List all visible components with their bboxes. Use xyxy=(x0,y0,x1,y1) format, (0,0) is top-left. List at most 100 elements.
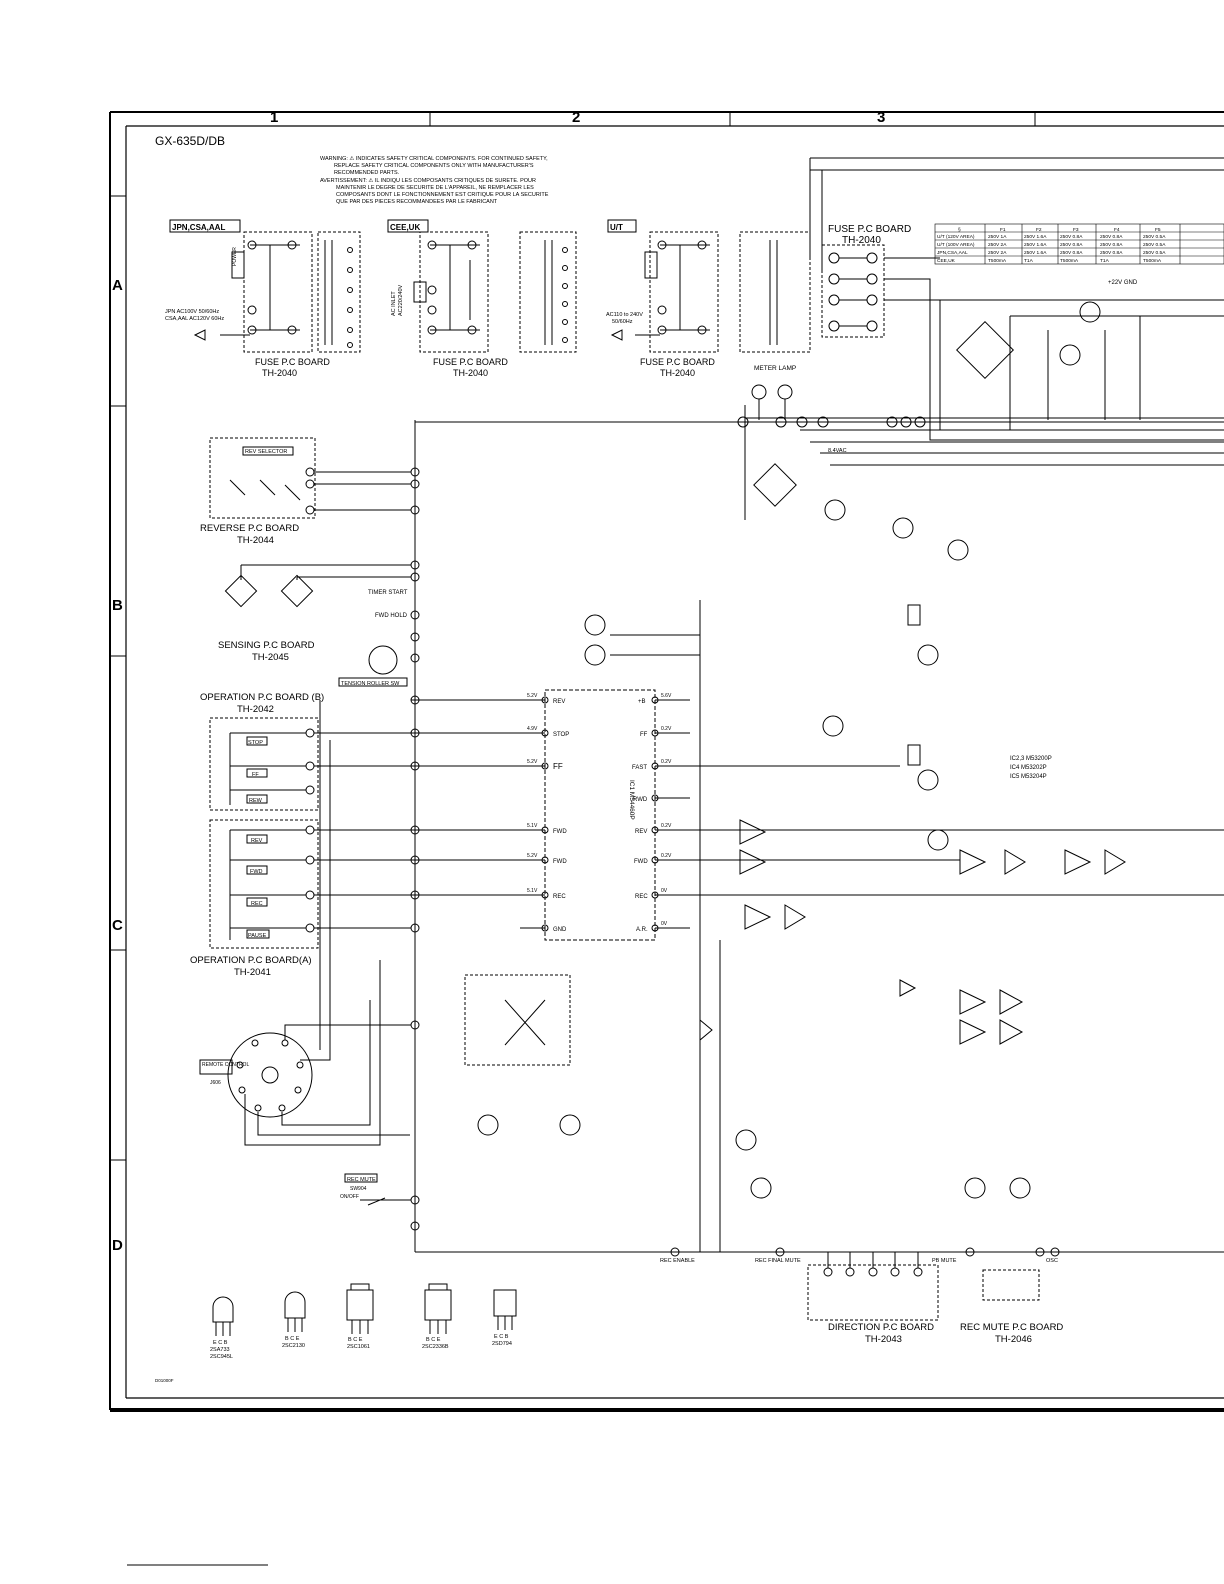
sensing-board xyxy=(224,564,411,608)
fwd-hold-label: FWD HOLD xyxy=(375,613,408,619)
fuse-table-text: § F1 F2 F3 F4 F5 U/T (120V AREA) 250V 1A… xyxy=(937,227,1166,264)
svg-text:0.2V: 0.2V xyxy=(661,759,672,765)
recmute-board-name: REC MUTE P.C BOARD xyxy=(960,1322,1063,1333)
svg-text:5.2V: 5.2V xyxy=(527,759,538,765)
ut-input-1: AC110 to 240V xyxy=(606,312,643,318)
sensing-board-code: TH-2045 xyxy=(252,652,289,663)
svg-text:F3: F3 xyxy=(1073,227,1079,233)
svg-text:REV: REV xyxy=(553,699,565,705)
rec-mute-sw: SW904 xyxy=(350,1186,367,1192)
svg-text:2SC2336B: 2SC2336B xyxy=(422,1344,449,1350)
svg-text:250V 0.8A: 250V 0.8A xyxy=(1060,250,1083,256)
fuse-code-1: TH-2040 xyxy=(262,368,297,378)
fuse-board-2: FUSE P.C BOARD xyxy=(433,357,508,367)
svg-text:COMPOSANTS DONT LE FONCTIONNEM: COMPOSANTS DONT LE FONCTIONNEMENT EST CR… xyxy=(336,192,549,198)
svg-text:F5: F5 xyxy=(1155,227,1161,233)
key-rec: REC xyxy=(251,901,263,907)
svg-text:+B: +B xyxy=(638,699,646,705)
svg-text:QUE PAR DES PIECES RECOMMANDEE: QUE PAR DES PIECES RECOMMANDEES PAR LE F… xyxy=(336,199,498,205)
remote-connector xyxy=(199,700,411,1146)
svg-text:5.1V: 5.1V xyxy=(527,888,538,894)
svg-text:250V 2A: 250V 2A xyxy=(988,250,1007,256)
svg-text:B C E: B C E xyxy=(426,1337,441,1343)
svg-text:STOP: STOP xyxy=(553,732,569,738)
svg-text:250V 0.5A: 250V 0.5A xyxy=(1143,234,1166,240)
svg-text:250V 1.6A: 250V 1.6A xyxy=(1024,250,1047,256)
svg-text:F2: F2 xyxy=(1036,227,1042,233)
svg-text:T1A: T1A xyxy=(1024,258,1034,264)
cee-input-2: AC220/240V xyxy=(398,284,404,316)
svg-text:REC: REC xyxy=(635,894,648,900)
sensing-board-name: SENSING P.C BOARD xyxy=(218,640,315,651)
power-ut xyxy=(607,219,811,353)
svg-text:REC ENABLE: REC ENABLE xyxy=(660,1258,695,1264)
rec-mute-pos: ON/OFF xyxy=(340,1194,359,1200)
reverse-board-name: REVERSE P.C BOARD xyxy=(200,523,299,534)
svg-text:4.9V: 4.9V xyxy=(527,726,538,732)
svg-text:FWD: FWD xyxy=(634,859,648,865)
svg-text:REV: REV xyxy=(635,829,647,835)
warning-text: WARNING: ⚠ INDICATES SAFETY CRITICAL COM… xyxy=(320,155,549,205)
svg-text:5.2V: 5.2V xyxy=(527,853,538,859)
fuse-board-main-label: FUSE P.C BOARD xyxy=(828,224,911,235)
transistor-pinouts xyxy=(212,1283,517,1336)
gnd-label: +22V GND xyxy=(1108,280,1138,286)
cee-input-1: AC INLET xyxy=(391,291,397,316)
svg-text:T1A: T1A xyxy=(1100,258,1110,264)
fuse-code-3: TH-2040 xyxy=(660,368,695,378)
svg-text:2SD794: 2SD794 xyxy=(492,1341,512,1347)
key-ff: FF xyxy=(252,772,259,778)
svg-text:FAST: FAST xyxy=(632,765,647,771)
svg-text:REC FINAL MUTE: REC FINAL MUTE xyxy=(755,1258,801,1264)
svg-text:250V 0.5A: 250V 0.5A xyxy=(1143,250,1166,256)
fuse-board-main xyxy=(809,157,1224,441)
jpn-input-1: JPN AC100V 50/60Hz xyxy=(165,309,219,315)
op-board-a-code: TH-2041 xyxy=(234,967,271,978)
fuse-table xyxy=(934,223,1224,265)
fuse-code-2: TH-2040 xyxy=(453,368,488,378)
regulator xyxy=(744,299,1224,520)
svg-text:IC2,3 M53200P: IC2,3 M53200P xyxy=(1010,756,1052,762)
svg-text:E C B: E C B xyxy=(494,1334,509,1340)
doc-code: D01000F xyxy=(155,1378,174,1383)
key-rev: REV xyxy=(251,838,263,844)
op-board-b-code: TH-2042 xyxy=(237,704,274,715)
grid-col-3: 3 xyxy=(877,109,885,126)
svg-text:U/T (120V AREA): U/T (120V AREA) xyxy=(937,234,975,240)
ic1-name: IC1 M54460P xyxy=(628,780,635,820)
svg-text:REC: REC xyxy=(553,894,566,900)
grid-row-c: C xyxy=(112,917,123,934)
svg-text:2SC945L: 2SC945L xyxy=(210,1354,233,1360)
svg-text:OSC: OSC xyxy=(1046,1258,1058,1264)
meter-lamp xyxy=(751,384,793,420)
svg-text:CEE,UK: CEE,UK xyxy=(937,258,956,264)
svg-text:A.R.: A.R. xyxy=(636,927,648,933)
svg-text:U/T (100V AREA): U/T (100V AREA) xyxy=(937,242,975,248)
svg-text:0.2V: 0.2V xyxy=(661,853,672,859)
operation-board-a xyxy=(209,819,411,949)
power-label-1: POWER xyxy=(232,247,238,266)
recmute-board-code: TH-2046 xyxy=(995,1334,1032,1345)
svg-text:250V 1A: 250V 1A xyxy=(988,234,1007,240)
svg-text:E C B: E C B xyxy=(213,1340,228,1346)
power-jpn xyxy=(169,219,361,353)
logic-section xyxy=(464,463,1224,1252)
grid-row-b: B xyxy=(112,597,123,614)
svg-text:0V: 0V xyxy=(661,921,668,927)
key-fwd: FWD xyxy=(250,869,263,875)
grid-col-2: 2 xyxy=(572,109,580,126)
region-jpn-label: JPN,CSA,AAL xyxy=(172,223,225,232)
svg-text:F1: F1 xyxy=(1000,227,1006,233)
grid-col-1: 1 xyxy=(270,109,278,126)
svg-text:250V 0.8A: 250V 0.8A xyxy=(1100,242,1123,248)
ic1-left-pins: REV STOP FF FWD FWD REC GND 5.2V 4.9V 5.… xyxy=(527,693,569,933)
svg-text:F4: F4 xyxy=(1114,227,1120,233)
svg-text:B C E: B C E xyxy=(285,1336,300,1342)
remote-jack: J606 xyxy=(210,1080,221,1086)
ic1-right-pins: +B FF FAST RWD REV FWD REC A.R. 5.6V 0.2… xyxy=(632,693,672,933)
operation-board-b xyxy=(209,717,411,811)
svg-text:GND: GND xyxy=(553,927,567,933)
tension-label-box xyxy=(338,677,408,687)
svg-text:T500mA: T500mA xyxy=(1143,258,1162,264)
